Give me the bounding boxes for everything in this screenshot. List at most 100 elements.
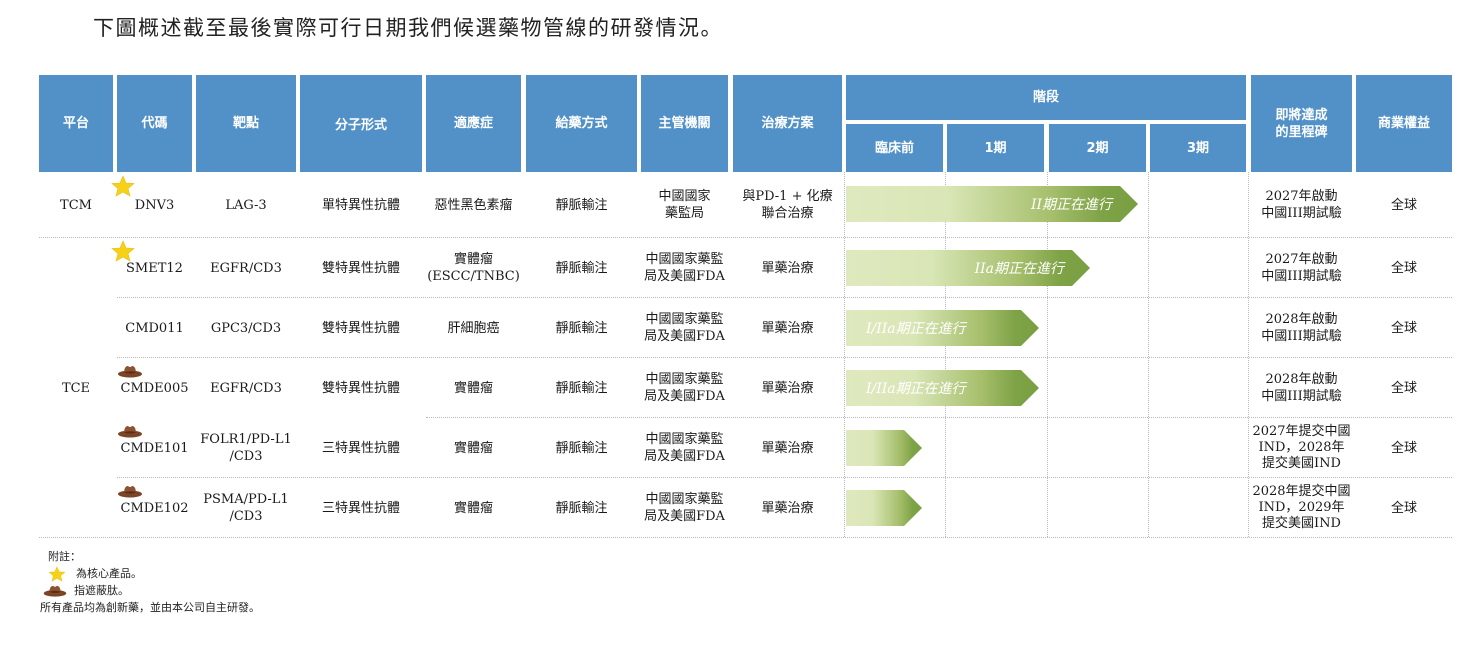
header-regimen-label: 治療方案 bbox=[761, 116, 814, 131]
regulator: 中國國家藥監 局及美國FDA bbox=[641, 239, 728, 297]
route: 靜脈輸注 bbox=[555, 380, 608, 396]
regimen: 單藥治療 bbox=[761, 260, 814, 276]
progress-arrow bbox=[846, 430, 922, 466]
milestone: 2027年提交中國 IND，2028年 提交美國IND bbox=[1249, 419, 1354, 477]
header-milestone-line2: 的里程碑 bbox=[1275, 124, 1328, 140]
intro-text: 下圖概述截至最後實際可行日期我們候選藥物管線的研發情況。 bbox=[93, 16, 723, 40]
indication: 肝細胞癌 bbox=[447, 320, 500, 336]
milestone-line1: 2028年啟動 bbox=[1265, 312, 1338, 327]
indication-line1: 實體瘤 bbox=[453, 252, 493, 267]
header-rights-label: 商業權益 bbox=[1377, 116, 1430, 131]
regimen: 單藥治療 bbox=[761, 380, 814, 396]
header-regimen: 治療方案 bbox=[733, 75, 842, 172]
header-platform-label: 平台 bbox=[62, 116, 89, 131]
header-stage: 階段 bbox=[846, 75, 1246, 120]
header-rights: 商業權益 bbox=[1356, 75, 1452, 172]
target: LAG-3 bbox=[225, 197, 267, 213]
milestone-line2: 中國III期試驗 bbox=[1261, 206, 1342, 221]
milestone: 2028年啟動 中國III期試驗 bbox=[1251, 359, 1352, 417]
regulator-line1: 中國國家藥監 bbox=[645, 312, 724, 327]
regimen: 單藥治療 bbox=[761, 500, 814, 516]
hat-icon bbox=[43, 585, 67, 597]
regulator-line1: 中國國家藥監 bbox=[645, 432, 724, 447]
stage-divider bbox=[945, 172, 946, 537]
target-line1: PSMA/PD-L1 bbox=[203, 492, 289, 507]
route: 靜脈輸注 bbox=[555, 197, 608, 213]
header-regulator: 主管機關 bbox=[641, 75, 728, 172]
hat-icon bbox=[118, 426, 142, 438]
regulator-line2: 局及美國FDA bbox=[644, 269, 725, 284]
header-code-label: 代碼 bbox=[141, 116, 168, 131]
stage-phase1-label: 1期 bbox=[984, 140, 1007, 156]
milestone: 2027年啟動 中國III期試驗 bbox=[1251, 239, 1352, 297]
milestone: 2028年啟動 中國III期試驗 bbox=[1251, 299, 1352, 357]
notes-title: 附註： bbox=[48, 550, 81, 563]
header-stage-label: 階段 bbox=[1032, 90, 1059, 105]
progress-label: I/IIa期正在進行 bbox=[866, 321, 966, 337]
progress-label: II期正在進行 bbox=[1030, 197, 1112, 213]
target: EGFR/CD3 bbox=[210, 260, 282, 276]
commercial-rights: 全球 bbox=[1390, 260, 1417, 276]
regimen: 與PD-1 + 化療 聯合治療 bbox=[733, 175, 842, 235]
note-hat: 指遮蔽肽。 bbox=[42, 582, 260, 599]
header-milestone-line1: 即將達成 bbox=[1275, 107, 1328, 123]
target: PSMA/PD-L1 /CD3 bbox=[196, 479, 296, 537]
header-modality-label: 分子形式 bbox=[334, 118, 387, 133]
note-star: 為核心產品。 bbox=[42, 565, 260, 582]
regulator-line1: 中國國家藥監 bbox=[645, 252, 724, 267]
stage-preclinical-label: 臨床前 bbox=[874, 140, 914, 156]
stage-divider bbox=[1148, 172, 1149, 537]
milestone-line1: 2027年提交中國 bbox=[1252, 424, 1351, 439]
target-line2: /CD3 bbox=[229, 449, 263, 464]
modality: 雙特異性抗體 bbox=[321, 380, 400, 396]
product-code: CMD011 bbox=[125, 320, 184, 336]
header-stage-phase1: 1期 bbox=[947, 124, 1044, 172]
milestone: 2027年啟動 中國III期試驗 bbox=[1251, 175, 1352, 235]
row-divider bbox=[39, 537, 1452, 538]
regulator: 中國國家藥監 局及美國FDA bbox=[641, 299, 728, 357]
header-code: 代碼 bbox=[117, 75, 192, 172]
milestone-line2: 中國III期試驗 bbox=[1261, 329, 1342, 344]
progress-arrow: IIa期正在進行 bbox=[846, 250, 1090, 286]
stage-divider bbox=[1047, 172, 1048, 537]
modality: 單特異性抗體 bbox=[321, 197, 400, 213]
hat-icon bbox=[118, 486, 142, 498]
note-star-text: 為核心產品。 bbox=[76, 567, 142, 580]
note-footer: 所有產品均為創新藥，並由本公司自主研發。 bbox=[40, 601, 260, 614]
progress-label: I/IIa期正在進行 bbox=[866, 381, 966, 397]
commercial-rights: 全球 bbox=[1390, 320, 1417, 336]
stage-divider bbox=[844, 172, 845, 537]
star-icon bbox=[111, 175, 135, 197]
header-modality: 分子形式 bbox=[300, 75, 422, 172]
milestone-line1: 2028年啟動 bbox=[1265, 372, 1338, 387]
milestone: 2028年提交中國 IND，2029年 提交美國IND bbox=[1249, 479, 1354, 537]
regulator-line2: 藥監局 bbox=[664, 206, 704, 221]
target: EGFR/CD3 bbox=[210, 380, 282, 396]
header-target: 靶點 bbox=[196, 75, 296, 172]
target-line1: FOLR1/PD-L1 bbox=[200, 432, 292, 447]
commercial-rights: 全球 bbox=[1390, 197, 1417, 213]
regulator-line2: 局及美國FDA bbox=[644, 509, 725, 524]
regulator-line1: 中國國家藥監 bbox=[645, 372, 724, 387]
star-icon bbox=[111, 240, 135, 262]
star-icon bbox=[48, 565, 66, 582]
regimen: 單藥治療 bbox=[761, 320, 814, 336]
indication: 實體瘤 bbox=[453, 380, 493, 396]
regulator: 中國國家藥監 局及美國FDA bbox=[641, 419, 728, 477]
indication: 實體瘤 bbox=[453, 440, 493, 456]
modality: 三特異性抗體 bbox=[321, 500, 400, 516]
milestone-line2: IND，2029年 bbox=[1258, 500, 1345, 515]
header-stage-phase3: 3期 bbox=[1150, 124, 1246, 172]
indication: 實體瘤 bbox=[453, 500, 493, 516]
modality: 三特異性抗體 bbox=[321, 440, 400, 456]
regimen: 單藥治療 bbox=[761, 440, 814, 456]
footnotes: 附註： 為核心產品。 指遮蔽肽。 所有產品均為創新藥，並由本公司自主研發。 bbox=[40, 548, 260, 616]
header-route-label: 給藥方式 bbox=[555, 116, 608, 131]
product-code: DNV3 bbox=[134, 197, 175, 213]
platform-tcm: TCM bbox=[60, 197, 92, 213]
progress-arrow: I/IIa期正在進行 bbox=[846, 310, 1039, 346]
stage-divider bbox=[1248, 172, 1249, 537]
product-code: CMDE005 bbox=[120, 381, 189, 396]
commercial-rights: 全球 bbox=[1390, 500, 1417, 516]
header-platform: 平台 bbox=[39, 75, 113, 172]
